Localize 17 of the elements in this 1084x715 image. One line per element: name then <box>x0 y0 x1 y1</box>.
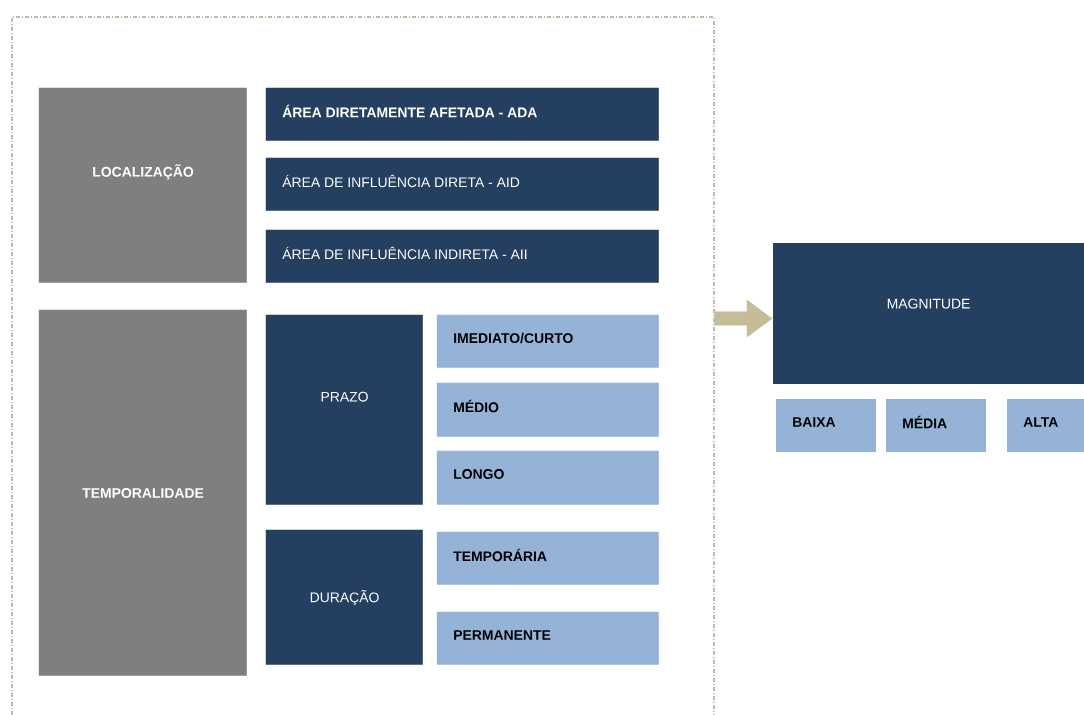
category-box: ÁREA DE INFLUÊNCIA DIRETA - AID <box>265 157 659 211</box>
category-box: DURAÇÃO <box>265 529 423 665</box>
dashed-frame <box>11 16 715 715</box>
option-box: TEMPORÁRIA <box>436 531 659 585</box>
option-box: LONGO <box>436 450 659 505</box>
option-box: ALTA <box>1007 399 1084 452</box>
option-box: MÉDIA <box>886 399 986 452</box>
option-box: PERMANENTE <box>436 611 659 665</box>
category-box: ÁREA DIRETAMENTE AFETADA - ADA <box>265 87 659 141</box>
option-box: MÉDIO <box>436 382 659 437</box>
option-box: IMEDIATO/CURTO <box>436 314 659 368</box>
category-box: TEMPORALIDADE <box>38 309 247 676</box>
category-box: MAGNITUDE <box>773 243 1084 384</box>
category-box: ÁREA DE INFLUÊNCIA INDIRETA - AII <box>265 229 659 283</box>
option-box: BAIXA <box>776 399 876 452</box>
category-box: LOCALIZAÇÃO <box>38 87 247 283</box>
category-box: PRAZO <box>265 314 423 505</box>
